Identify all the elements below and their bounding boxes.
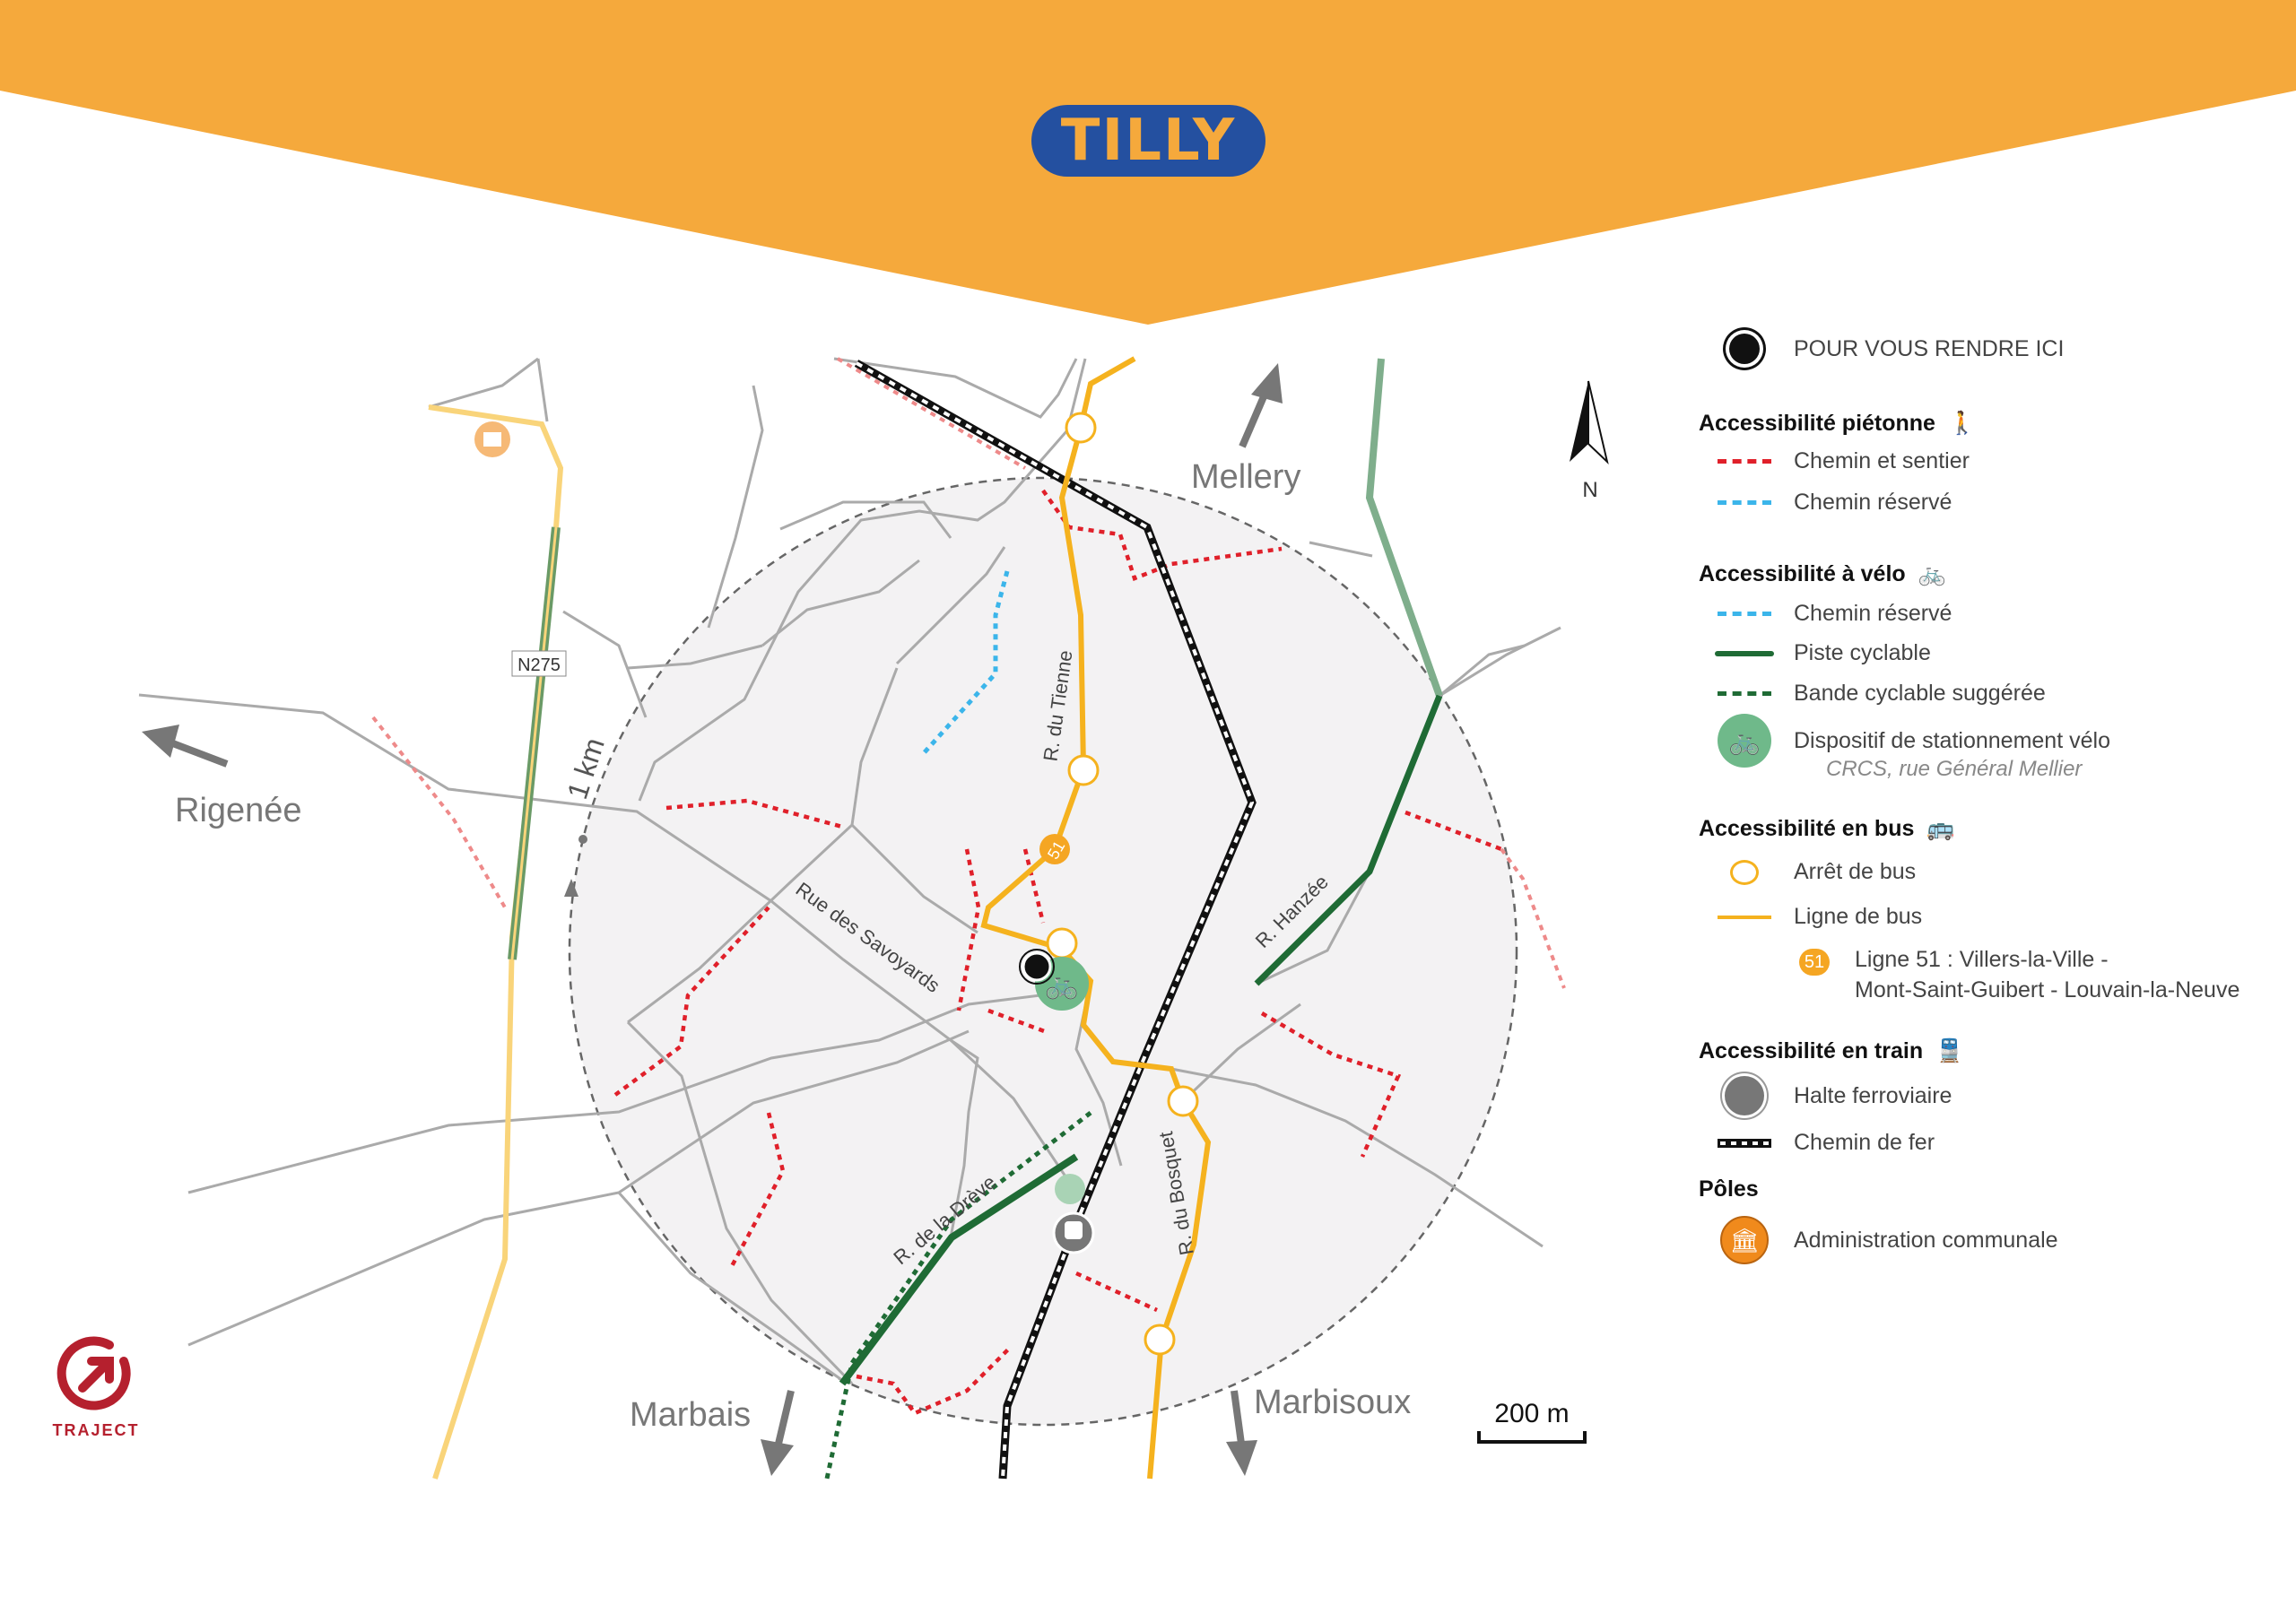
bus-icon: 🚌 [1926,816,1955,841]
legend-train-title: Accessibilité en train🚆 [1699,1038,1964,1063]
train-halt-icon [1725,1076,1764,1115]
svg-text:🚲: 🚲 [1045,970,1078,1000]
red-dotted-line-icon [1718,459,1771,464]
pedestrian-icon: 🚶 [1947,411,1977,436]
destination-marker-icon [1729,334,1760,364]
north-label: N [1582,478,1597,502]
bus-stop-icon [1730,859,1759,885]
legend-pedestrian-title: Accessibilité piétonne🚶 [1699,411,1977,436]
bike-parking-icon: 🚲 [1718,714,1771,768]
scale-bar [1477,1431,1587,1444]
legend-poles-title: Pôles [1699,1176,1759,1202]
legend-bike-title: Accessibilité à vélo🚲 [1699,561,1946,586]
place-rigenee: Rigenée [175,792,302,829]
place-marbais: Marbais [630,1396,751,1434]
blue-dotted-line-icon [1718,612,1771,616]
destination-marker-icon [1022,951,1052,982]
traject-logo-icon [57,1336,131,1410]
bus-stop [1046,927,1078,959]
legend-here: POUR VOUS RENDRE ICI [1695,334,2064,364]
reserved-path [921,570,1010,756]
legend-bus-title: Accessibilité en bus🚌 [1699,816,1955,841]
bus-line-desc-2: Mont-Saint-Guibert - Louvain-la-Neuve [1855,977,2240,1002]
blue-dotted-line-icon [1718,500,1771,505]
road-badge: N275 [517,655,561,675]
cycle-track-left [839,1153,1079,1386]
bike-parking-location: CRCS, rue Général Mellier [1826,757,2083,781]
page-title: TILLY [1031,105,1265,177]
cycle-track-right-light [1365,358,1443,698]
bus-stops [1046,412,1199,1356]
railway-icon [1718,1138,1771,1148]
town-hall-icon: 🏛 [1720,1216,1769,1264]
direction-arrows [142,363,1283,1476]
train-icon: 🚆 [1935,1038,1964,1063]
bus-line-desc: Ligne 51 : Villers-la-Ville - [1855,947,2109,972]
suggested-cycle-lane [824,1111,1092,1480]
scale-label: 200 m [1494,1399,1569,1428]
green-dotted-line-icon [1718,691,1771,696]
bus-stop [1065,412,1097,444]
legend: POUR VOUS RENDRE ICI Accessibilité piéto… [1695,0,2278,1345]
bus-line-badge: 51 [1799,949,1830,976]
cycle-track-right [1254,694,1443,986]
bus-stop [1144,1324,1176,1356]
bicycle-icon: 🚲 [1918,561,1946,586]
road-badge-bg [511,650,567,677]
bus-line-icon [1718,915,1771,919]
bus-stop [1167,1085,1199,1117]
radius-arrow-icon [564,879,578,897]
green-line-icon [1715,650,1774,656]
place-mellery: Mellery [1191,458,1300,496]
bus-stop [1067,754,1100,786]
traject-logo: TRAJECT [47,1334,145,1440]
road-n275 [428,404,564,1480]
logo-text: TRAJECT [52,1421,140,1439]
pedestrian-paths-outside [371,357,1566,989]
north-arrow-icon [1570,380,1609,465]
place-marbisoux: Marbisoux [1254,1384,1411,1421]
bike-parking-small-icon [1055,1174,1085,1204]
